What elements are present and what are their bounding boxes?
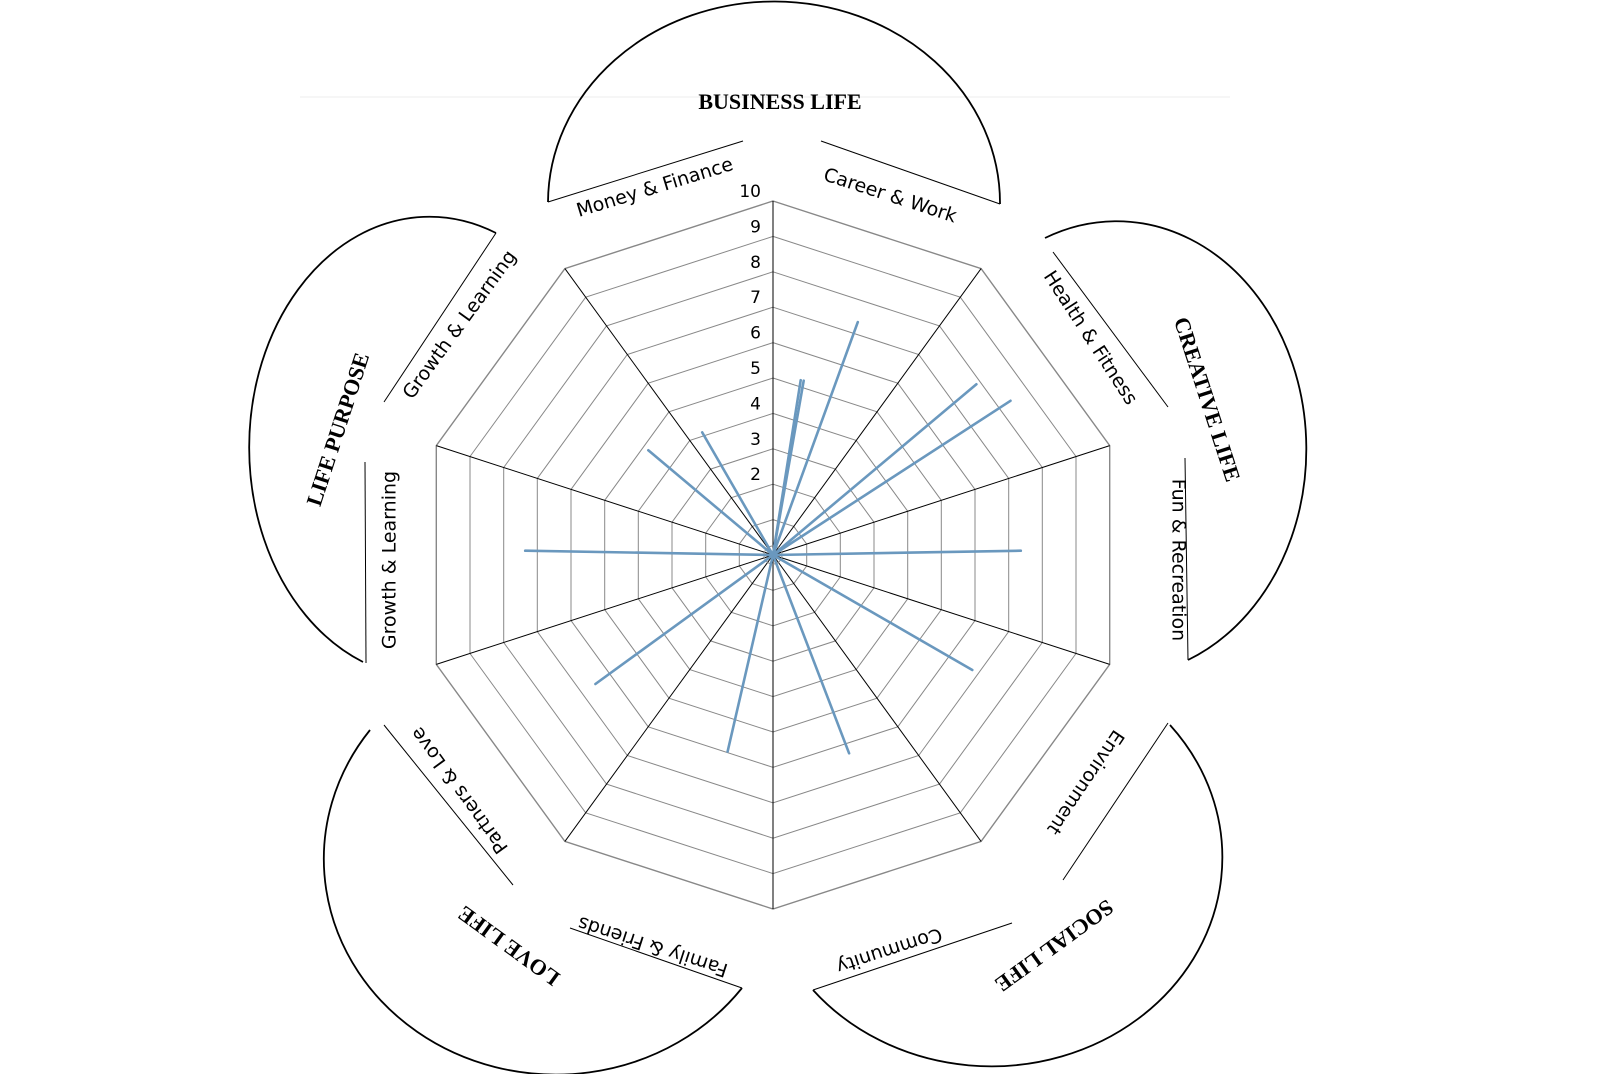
area-label: Money & Finance	[574, 153, 736, 222]
axis-spoke	[772, 554, 982, 842]
petal-underline	[569, 927, 743, 989]
petal-underline	[383, 232, 497, 403]
series-line	[771, 553, 974, 672]
series-line	[771, 549, 1023, 557]
group-title: CREATIVE LIFE	[1169, 314, 1246, 485]
tick-label-4: 4	[750, 394, 761, 414]
tick-label-8: 8	[750, 253, 761, 273]
petal-arc	[248, 215, 497, 663]
petal-underline	[812, 922, 1013, 991]
series-line	[646, 448, 775, 557]
tick-label-5: 5	[750, 359, 761, 379]
series-line	[771, 379, 806, 557]
petal-underline	[547, 140, 744, 203]
area-label: Career & Work	[821, 164, 960, 228]
series-line	[700, 431, 775, 557]
area-label: Growth & Learning	[379, 471, 401, 649]
series-line	[771, 320, 860, 557]
petal-underline	[364, 461, 367, 664]
petal-arc	[812, 724, 1224, 1068]
petal-underline	[383, 724, 514, 886]
radar-series	[523, 320, 1023, 755]
axis-spoke	[772, 554, 1110, 665]
petal-underline	[1052, 251, 1169, 408]
axis-spoke	[436, 554, 774, 665]
series-line	[523, 549, 775, 557]
axis-spoke	[564, 268, 774, 556]
series-line	[771, 399, 1012, 557]
tick-label-2: 2	[750, 465, 761, 485]
radar-grid	[435, 200, 1111, 910]
scale-ticks: 2 3 4 5 6 7 8 9 10	[739, 182, 761, 485]
axis-spoke	[436, 445, 774, 556]
series-line	[726, 553, 775, 753]
petal-arc	[1044, 220, 1308, 661]
group-title: BUSINESS LIFE	[698, 89, 861, 114]
petal-underline	[1062, 722, 1169, 881]
area-label: Growth & Learning	[398, 246, 521, 403]
axis-spoke	[564, 554, 774, 842]
series-line	[771, 382, 978, 557]
tick-label-10: 10	[739, 182, 761, 202]
axis-spoke	[772, 268, 982, 556]
area-label: Partners & Love	[406, 723, 512, 858]
group-petals: BUSINESS LIFE CREATIVE LIFE SOCIAL LIFE LOV…	[248, 0, 1308, 1074]
group-title: LIFE PURPOSE	[301, 350, 374, 509]
tick-label-9: 9	[750, 217, 761, 237]
area-label: Health & Fitness	[1039, 267, 1142, 409]
axis-spoke	[772, 445, 1110, 556]
petal-arc	[322, 729, 743, 1074]
tick-label-7: 7	[750, 288, 761, 308]
series-line	[771, 553, 851, 755]
group-title: SOCIAL LIFE	[990, 895, 1118, 998]
series-line	[594, 553, 775, 686]
petal-underline	[820, 140, 1001, 205]
area-label: Community	[833, 923, 944, 978]
petal-underline	[1184, 457, 1189, 661]
area-label: Family & Friends	[575, 912, 731, 981]
tick-label-6: 6	[750, 324, 761, 344]
area-label: Fun & Recreation	[1168, 479, 1190, 641]
area-label: Environment	[1042, 726, 1128, 839]
tick-label-3: 3	[750, 430, 761, 450]
group-title: LOVE LIFE	[453, 901, 564, 991]
petal-arc	[547, 0, 1001, 205]
